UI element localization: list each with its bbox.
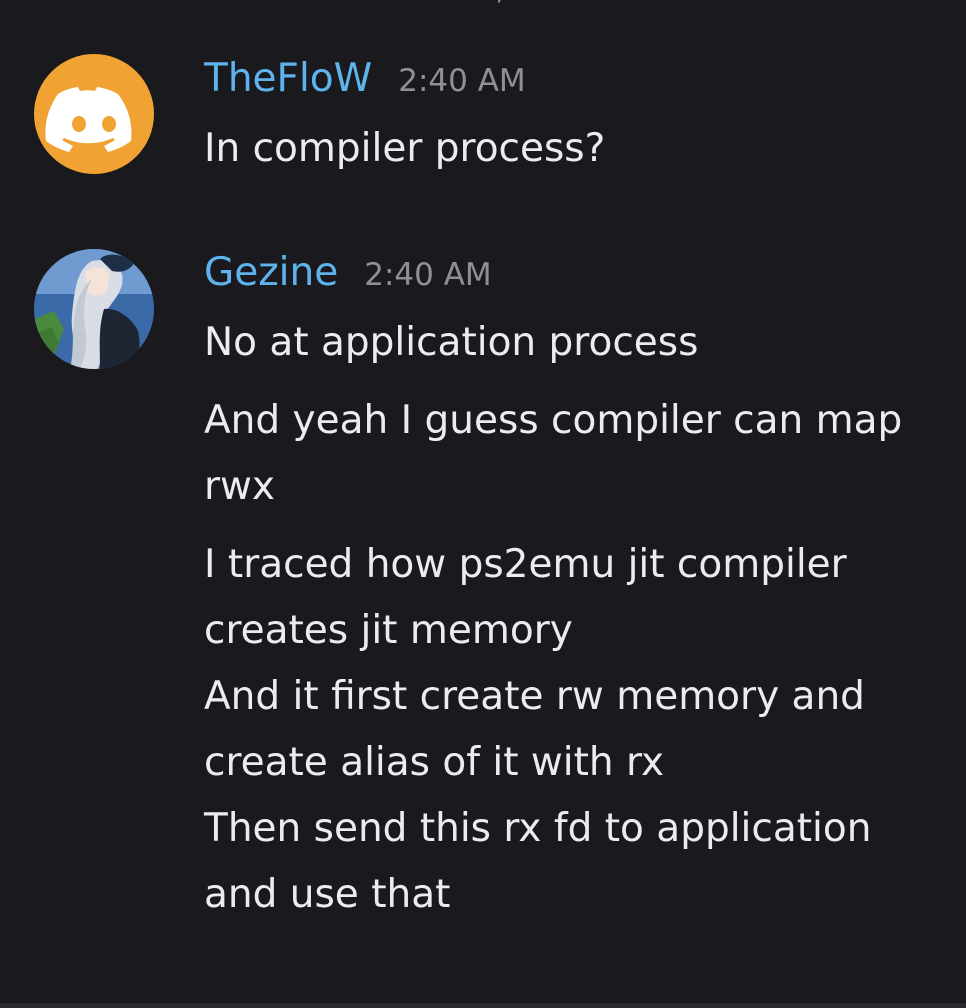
message-text: I traced how ps2emu jit compiler — [204, 542, 847, 587]
timestamp: 2:40 AM — [398, 63, 526, 99]
avatar[interactable] — [34, 54, 154, 174]
message-text: Then send this rx fd to application — [204, 806, 872, 851]
composer-edge — [0, 1003, 966, 1008]
timestamp: 2:40 AM — [364, 257, 492, 293]
message-header: Gezine 2:40 AM — [204, 250, 492, 295]
username[interactable]: TheFloW — [204, 56, 373, 101]
message-text: No at application process — [204, 320, 699, 365]
message-text: And it first create rw memory and — [204, 674, 865, 719]
message-text: creates jit memory — [204, 608, 573, 653]
username[interactable]: Gezine — [204, 250, 339, 295]
message-text: And yeah I guess compiler can map — [204, 398, 903, 443]
message-header: TheFloW 2:40 AM — [204, 56, 526, 101]
message-text: create alias of it with rx — [204, 740, 665, 785]
discord-logo-icon — [45, 87, 132, 152]
avatar[interactable] — [34, 249, 154, 369]
message-text: In compiler process? — [204, 126, 606, 171]
message-text: rwx — [204, 464, 276, 509]
date-divider: March 1, 2025 — [0, 0, 966, 8]
anime-character-avatar — [34, 249, 154, 369]
message-text: and use that — [204, 872, 451, 917]
